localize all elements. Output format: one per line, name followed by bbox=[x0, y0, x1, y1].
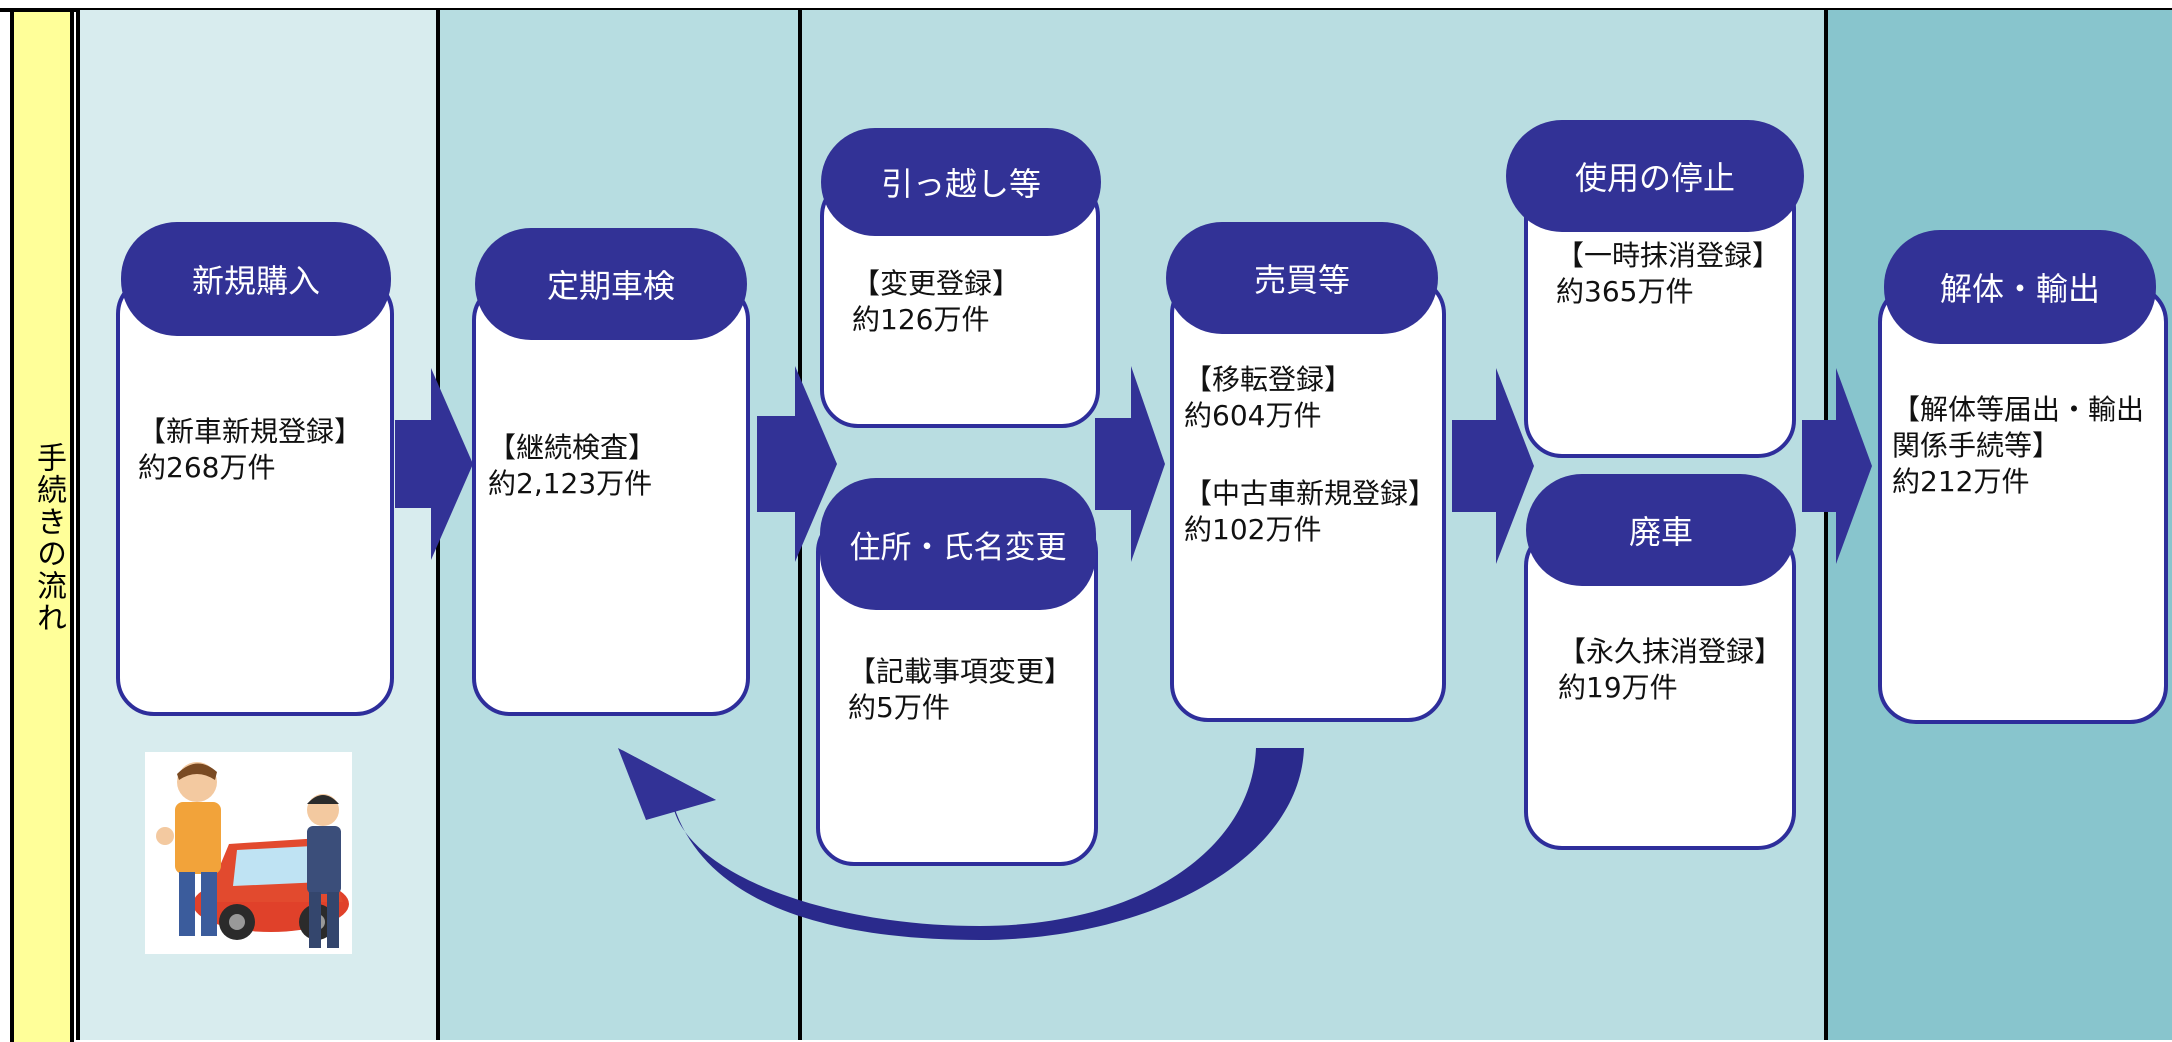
stage-card-trade bbox=[1170, 276, 1446, 722]
stage-title-suspension: 使用の停止 bbox=[1506, 120, 1804, 232]
stage-title-inspection: 定期車検 bbox=[475, 228, 747, 340]
stage-body-new-purchase: 【新車新規登録】 約268万件 bbox=[138, 415, 363, 484]
stage-card-new-purchase bbox=[116, 276, 394, 716]
stage-body-inspection: 【継続検査】 約2,123万件 bbox=[488, 431, 657, 500]
stage-body-trade: 【移転登録】 約604万件 bbox=[1184, 363, 1353, 432]
car-salesman-illustration bbox=[145, 752, 352, 954]
stage-title-new-purchase: 新規購入 bbox=[121, 222, 391, 336]
stage-title-dismantle: 解体・輸出 bbox=[1884, 230, 2156, 344]
flow-arrow-2 bbox=[757, 366, 837, 562]
stage-title-scrap: 廃車 bbox=[1526, 474, 1796, 586]
flow-label: 手続きの流れ bbox=[31, 442, 66, 634]
flow-arrow-5 bbox=[1802, 368, 1872, 564]
flow-arrow-4 bbox=[1452, 368, 1534, 564]
stage-body-scrap: 【永久抹消登録】 約19万件 bbox=[1558, 635, 1783, 704]
flow-arrow-1 bbox=[395, 368, 473, 560]
stage-body-address-change: 【記載事項変更】 約5万件 bbox=[848, 655, 1073, 724]
flow-arrow-3 bbox=[1095, 366, 1165, 562]
stage-title-address-change: 住所・氏名変更 bbox=[820, 478, 1096, 610]
stage-title-trade: 売買等 bbox=[1166, 222, 1438, 334]
stage-card-dismantle bbox=[1878, 284, 2168, 724]
stage-title-moving: 引っ越し等 bbox=[821, 128, 1101, 236]
stage-body-suspension: 【一時抹消登録】 約365万件 bbox=[1556, 239, 1781, 308]
stage-body-trade-used: 【中古車新規登録】 約102万件 bbox=[1184, 477, 1437, 546]
stage-body-moving: 【変更登録】 約126万件 bbox=[852, 267, 1021, 336]
flow-label-column: 手続きの流れ bbox=[10, 12, 74, 1042]
stage-body-dismantle: 【解体等届出・輸出関係手続等】 約212万件 bbox=[1892, 393, 2145, 498]
